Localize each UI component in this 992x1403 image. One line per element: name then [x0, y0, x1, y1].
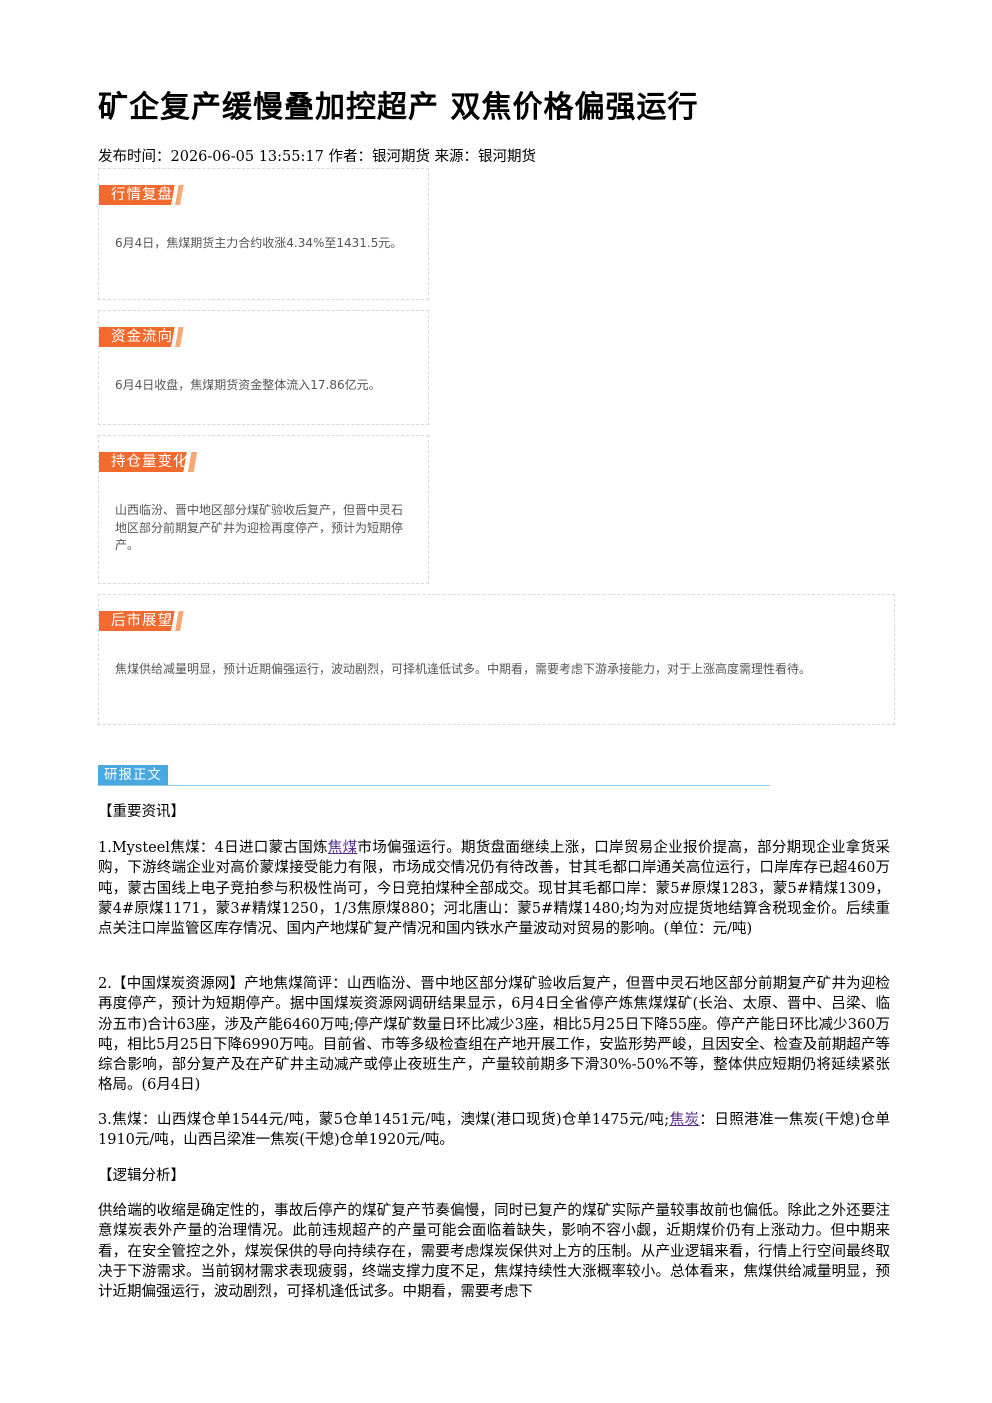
- summary-box-text: 6月4日收盘，焦煤期货资金整体流入17.86亿元。: [115, 378, 381, 392]
- summary-box-label: 持仓量变化: [99, 452, 211, 472]
- news-heading: 【重要资讯】: [98, 804, 185, 820]
- summary-box-fund-flow: 资金流向 6月4日收盘，焦煤期货资金整体流入17.86亿元。: [98, 310, 429, 425]
- coking-coal-link[interactable]: 焦煤: [327, 840, 358, 856]
- summary-box-label: 后市展望: [99, 611, 195, 631]
- coke-link[interactable]: 焦炭: [669, 1112, 700, 1128]
- summary-box-market-review: 行情复盘 6月4日，焦煤期货主力合约收涨4.34%至1431.5元。: [98, 168, 429, 300]
- logic-paragraph: 供给端的收缩是确定性的，事故后停产的煤矿复产节奏偏慢，同时已复产的煤矿实际产量较…: [98, 1203, 890, 1301]
- report-section-header: 研报正文: [98, 765, 770, 787]
- paragraph-text: ：日照港准一焦炭(干熄)仓单1910元/吨，山西吕梁准一焦炭(干熄)仓单1920…: [98, 1112, 891, 1149]
- paragraph-text: 市场偏强运行。期货盘面继续上涨，口岸贸易企业报价提高，部分期现企业拿货采购，下游…: [98, 840, 890, 938]
- page-title: 矿企复产缓慢叠加控超产 双焦价格偏强运行: [98, 90, 699, 125]
- summary-box-outlook: 后市展望 焦煤供给减量明显，预计近期偏强运行，波动剧烈，可择机逢低试多。中期看，…: [98, 594, 895, 725]
- summary-box-text: 焦煤供给减量明显，预计近期偏强运行，波动剧烈，可择机逢低试多。中期看，需要考虑下…: [115, 662, 812, 676]
- summary-box-text: 6月4日，焦煤期货主力合约收涨4.34%至1431.5元。: [115, 236, 403, 250]
- logic-heading: 【逻辑分析】: [98, 1168, 185, 1184]
- news-paragraph-3: 3.焦煤：山西煤仓单1544元/吨，蒙5仓单1451元/吨，澳煤(港口现货)仓单…: [98, 1110, 890, 1151]
- summary-box-text: 山西临汾、晋中地区部分煤矿验收后复产，但晋中灵石地区部分前期复产矿井为迎检再度停…: [115, 503, 404, 552]
- report-section-label: 研报正文: [98, 765, 168, 785]
- news-paragraph-1: 1.Mysteel焦煤：4日进口蒙古国炼焦煤市场偏强运行。期货盘面继续上涨，口岸…: [98, 838, 890, 939]
- summary-box-label: 资金流向: [99, 327, 195, 347]
- summary-box-position-change: 持仓量变化 山西临汾、晋中地区部分煤矿验收后复产，但晋中灵石地区部分前期复产矿井…: [98, 435, 429, 584]
- publish-meta: 发布时间：2026-06-05 13:55:17 作者：银河期货 来源：银河期货: [98, 149, 537, 165]
- section-divider: [98, 785, 770, 786]
- news-paragraph-2: 2.【中国煤炭资源网】产地焦煤简评：山西临汾、晋中地区部分煤矿验收后复产，但晋中…: [98, 976, 890, 1094]
- summary-box-label: 行情复盘: [99, 185, 195, 205]
- paragraph-text: 3.焦煤：山西煤仓单1544元/吨，蒙5仓单1451元/吨，澳煤(港口现货)仓单…: [98, 1112, 670, 1128]
- paragraph-text: 1.Mysteel焦煤：4日进口蒙古国炼: [98, 840, 328, 856]
